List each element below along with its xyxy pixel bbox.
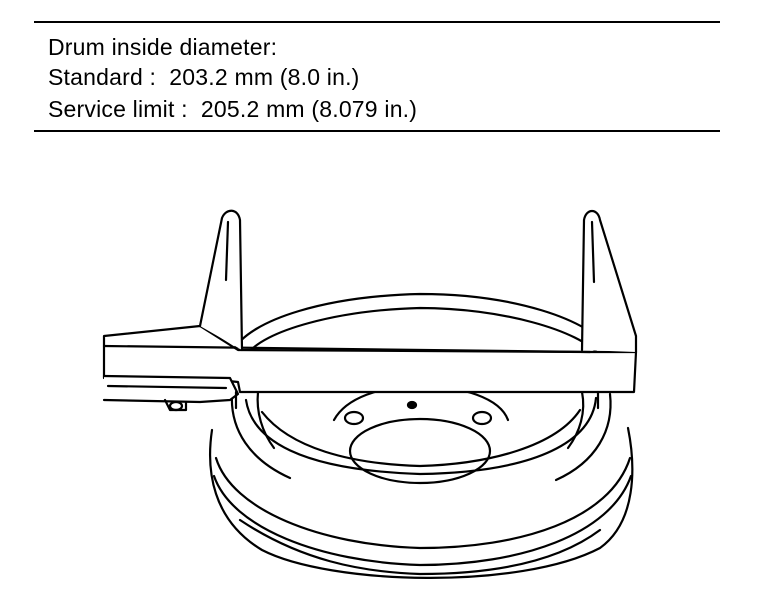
spec-standard: Standard : 203.2 mm (8.0 in.) [48,64,360,90]
center-hole [406,400,418,410]
drum-top-edge [230,292,614,354]
vernier-caliper [102,209,638,412]
caliper-left-jaw [198,209,244,352]
caliper-vernier-slide [102,374,240,404]
bore-shade-right [566,390,585,450]
drum-top-edge-inner [244,306,602,358]
bottom-rule [34,130,720,132]
caliper-right-jaw [580,209,638,354]
spec-service-limit: Service limit : 205.2 mm (8.079 in.) [48,96,418,122]
specification-panel: Drum inside diameter: Standard : 203.2 m… [34,18,720,134]
drum-inner-wall [244,396,598,476]
drum-outer-body [209,426,634,579]
caliper-right-jaw-edge [590,220,596,284]
drum-hub [348,417,492,485]
drum-right-flange [554,392,612,482]
drum-inner-floor [260,408,582,468]
bore-shade-left [256,390,276,450]
caliper-lock-screw-head [168,400,184,412]
spec-heading: Drum inside diameter: [48,34,278,60]
bolt-hole-right [471,410,493,426]
drum-rim-band-3 [238,518,602,576]
drum-rim-band-1 [214,456,632,550]
drum-rim-band-2 [212,474,633,567]
caliper-vernier-line [106,384,228,390]
brake-drum [209,292,634,579]
drum-left-flange [230,392,292,480]
bolt-hole-left [343,410,365,426]
top-rule [34,21,720,23]
caliper-left-jaw-edge [224,220,230,282]
caliper-scale-line [102,344,592,354]
